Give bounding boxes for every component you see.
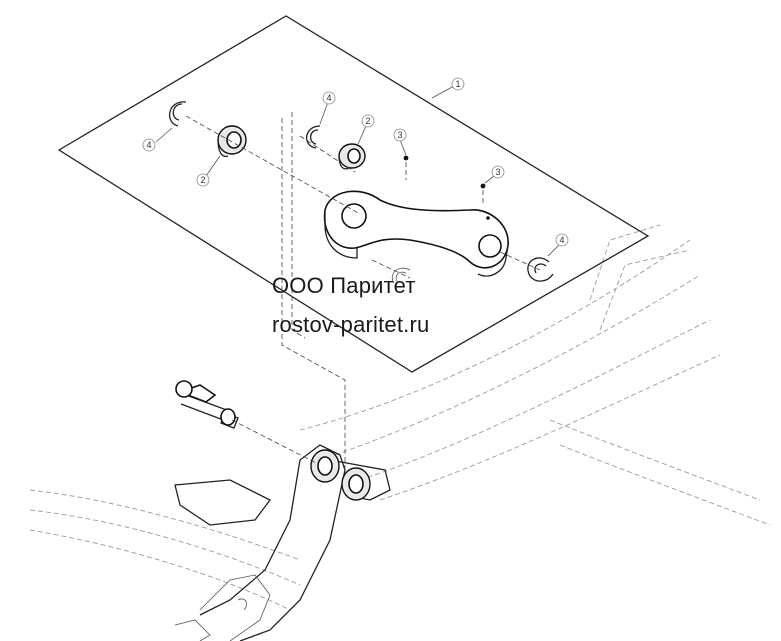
connecting-link	[323, 190, 509, 277]
callout-1-label: 1	[455, 79, 460, 89]
callout-3-right: 3	[491, 165, 505, 179]
callout-3-upper: 3	[393, 128, 407, 142]
callout-4-left: 4	[142, 138, 156, 152]
grease-fitting-upper	[403, 155, 409, 161]
callout-4-mid-label: 4	[326, 93, 331, 103]
callout-4-right-label: 4	[559, 235, 564, 245]
pin	[175, 380, 233, 422]
lower-link-arm	[174, 444, 391, 641]
assembly-plate-outline	[57, 15, 650, 373]
callout-2-left: 2	[196, 173, 210, 187]
callout-2-mid-label: 2	[365, 116, 370, 126]
assembly-axes	[185, 112, 541, 470]
callout-4-mid: 4	[322, 91, 336, 105]
callout-4-right: 4	[555, 233, 569, 247]
bearing-right	[338, 143, 366, 170]
callout-4-left-label: 4	[146, 140, 151, 150]
grease-fitting-right	[480, 183, 486, 189]
snap-ring-mid	[306, 125, 321, 149]
snap-ring-right	[527, 257, 554, 282]
machine-frame	[29, 224, 771, 611]
bearing-left	[217, 125, 247, 158]
callout-2-mid: 2	[361, 114, 375, 128]
callout-leaders	[155, 85, 561, 257]
callout-3-upper-label: 3	[397, 130, 402, 140]
watermark-company-name: ООО Паритет	[272, 273, 416, 298]
snap-ring-left	[168, 101, 187, 127]
link-eyes	[310, 449, 371, 501]
callout-2-left-label: 2	[200, 175, 205, 185]
bushing	[220, 408, 239, 429]
callout-3-right-label: 3	[495, 167, 500, 177]
watermark-website: rostov-paritet.ru	[272, 312, 430, 337]
callout-1: 1	[451, 77, 465, 91]
